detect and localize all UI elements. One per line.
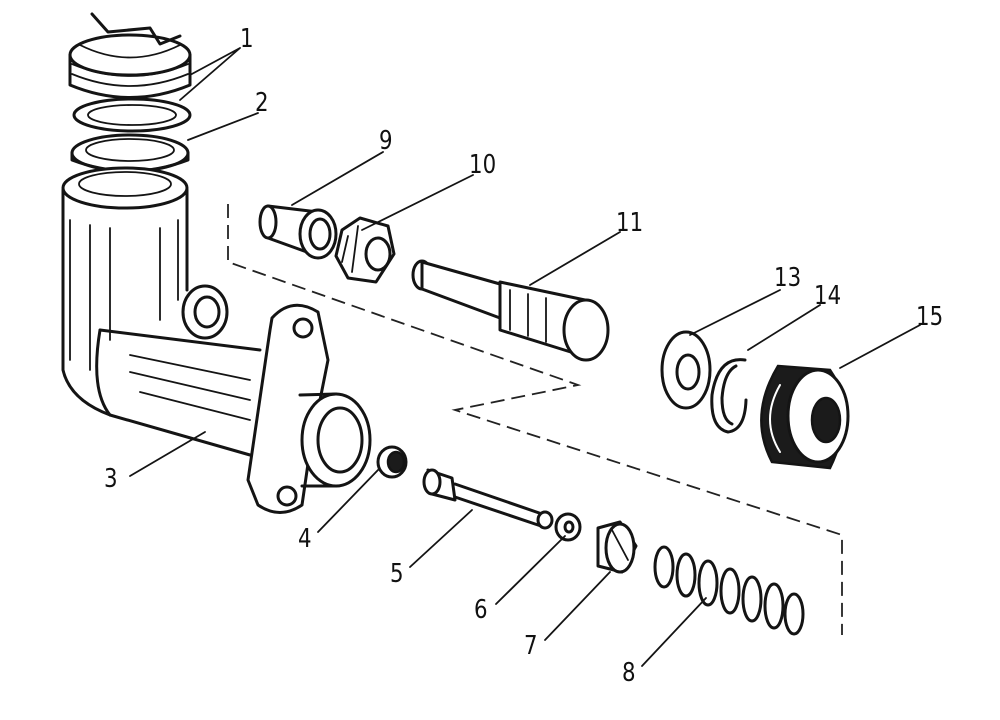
label-1: 1 — [240, 24, 254, 54]
part-14-circlip — [710, 358, 748, 434]
part-8-spring — [653, 545, 805, 636]
part-11-piston-assembly — [411, 259, 610, 362]
label-2: 2 — [255, 88, 269, 118]
part-10-nut — [334, 216, 396, 284]
label-8: 8 — [622, 658, 636, 688]
part-7-piston — [596, 520, 638, 574]
label-4: 4 — [298, 524, 312, 554]
part-4-seal — [376, 445, 408, 479]
label-14: 14 — [814, 281, 842, 311]
label-15: 15 — [916, 302, 944, 332]
label-7: 7 — [524, 631, 538, 661]
label-3: 3 — [104, 464, 118, 494]
part-5-push-rod — [422, 468, 554, 530]
part-13-ring — [660, 330, 712, 410]
part-3-cylinder-body — [61, 166, 372, 514]
part-1-seal-ring — [72, 97, 192, 133]
label-6: 6 — [474, 595, 488, 625]
part-2-washer — [70, 133, 190, 173]
label-11: 11 — [616, 208, 644, 238]
leader-lines — [129, 47, 921, 667]
label-5: 5 — [390, 559, 404, 589]
part-15-boot — [760, 364, 850, 470]
part-9-filter — [258, 204, 338, 260]
label-13: 13 — [774, 263, 802, 293]
part-6-washer — [554, 512, 582, 542]
label-10: 10 — [469, 150, 497, 180]
part-1-reservoir-cap — [68, 12, 192, 99]
label-9: 9 — [379, 126, 393, 156]
assembly-boundary — [227, 204, 843, 635]
